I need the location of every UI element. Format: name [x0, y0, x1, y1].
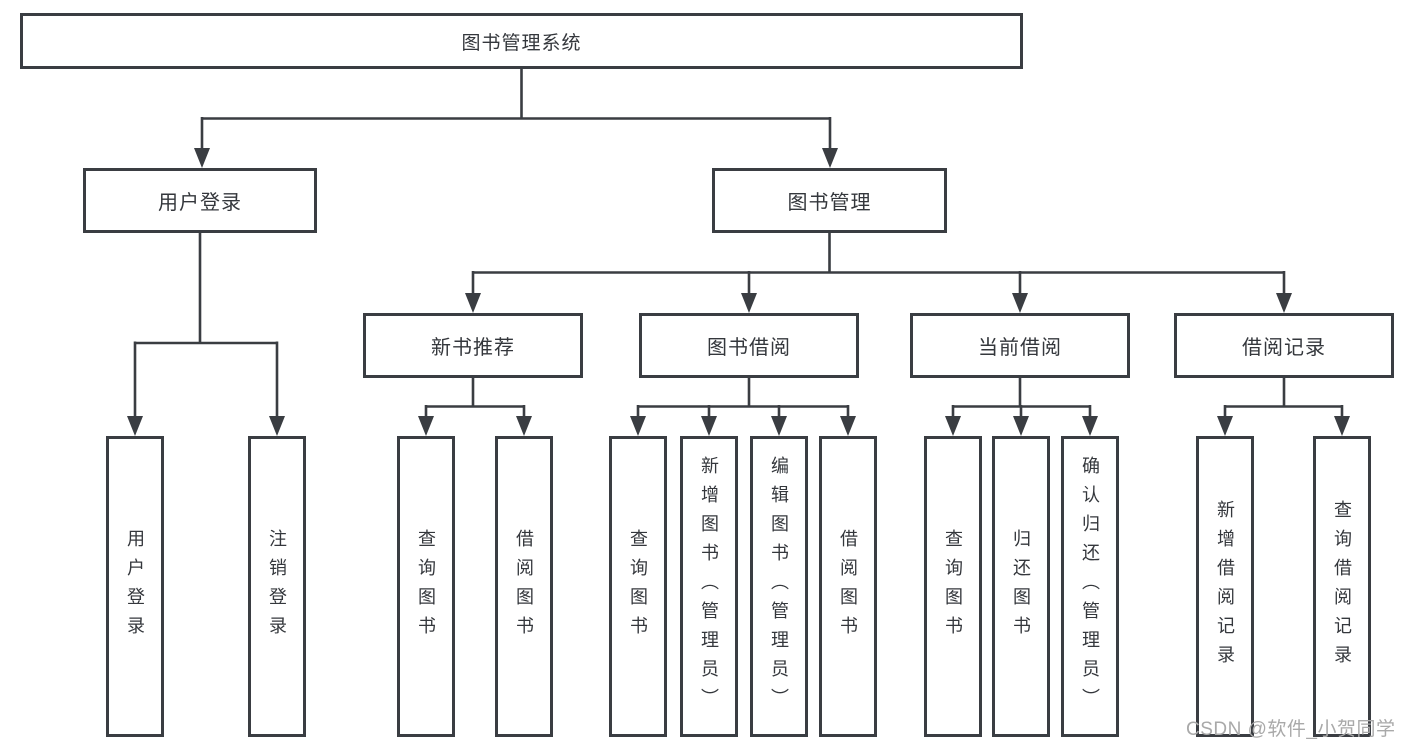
leaf-current-return-books: 归还图书: [992, 436, 1050, 737]
leaf-current-confirm-return-admin: 确认归还（管理员）: [1061, 436, 1119, 737]
leaf-records-query-record: 查询借阅记录: [1313, 436, 1371, 737]
leaf-borrow-borrow-books: 借阅图书: [819, 436, 877, 737]
leaf-user-login: 用户登录: [106, 436, 164, 737]
leaf-recommend-query-books: 查询图书: [397, 436, 455, 737]
watermark: CSDN @软件_小贺同学: [1186, 719, 1396, 740]
node-current-borrowing: 当前借阅: [910, 313, 1130, 378]
leaf-borrow-edit-books-admin: 编辑图书（管理员）: [750, 436, 808, 737]
node-borrowing-records: 借阅记录: [1174, 313, 1394, 378]
leaf-logout: 注销登录: [248, 436, 306, 737]
leaf-borrow-query-books: 查询图书: [609, 436, 667, 737]
node-new-book-recommendation: 新书推荐: [363, 313, 583, 378]
leaf-recommend-borrow-books: 借阅图书: [495, 436, 553, 737]
node-book-borrowing: 图书借阅: [639, 313, 859, 378]
node-root-system: 图书管理系统: [20, 13, 1023, 69]
node-user-login-branch: 用户登录: [83, 168, 317, 233]
node-book-management: 图书管理: [712, 168, 947, 233]
leaf-records-add-record: 新增借阅记录: [1196, 436, 1254, 737]
leaf-borrow-add-books-admin: 新增图书（管理员）: [680, 436, 738, 737]
connector-shafts: [133, 69, 1344, 419]
leaf-current-query-books: 查询图书: [924, 436, 982, 737]
